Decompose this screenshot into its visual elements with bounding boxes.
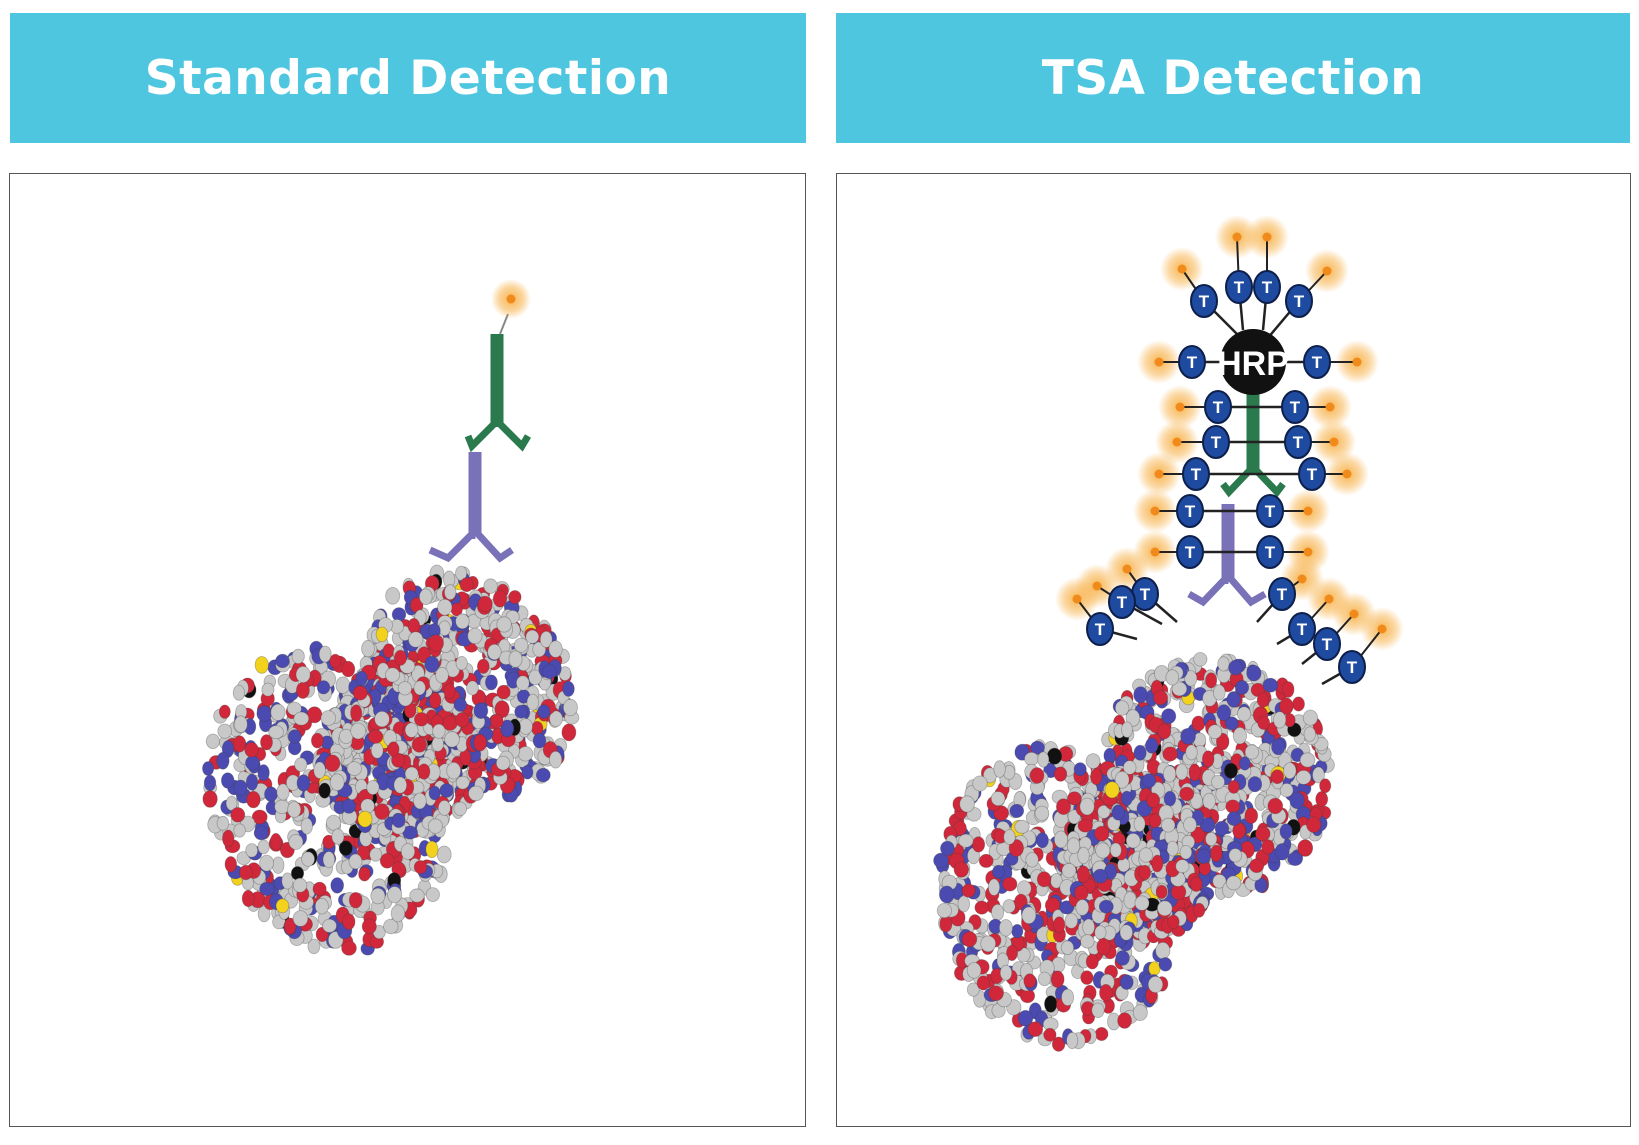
tyramide-label: T — [1293, 433, 1304, 452]
tyramide-unit: T — [1286, 340, 1379, 384]
hrp-label: HRP — [1217, 345, 1289, 383]
target-protein-molecule — [933, 652, 1335, 1052]
standard-detection-panel — [9, 173, 806, 1127]
tyramide-label: T — [1262, 278, 1273, 297]
tsa-detection-header: TSA Detection — [836, 13, 1630, 143]
tyramide-label: T — [1199, 292, 1210, 311]
tyramide-label: T — [1187, 353, 1198, 372]
tyramide-label: T — [1347, 658, 1358, 677]
tyramide-label: T — [1290, 398, 1301, 417]
tyramide-unit: T — [1266, 249, 1349, 340]
target-protein-molecule — [202, 564, 580, 956]
tyramide-label: T — [1297, 620, 1308, 639]
standard-detection-header: Standard Detection — [10, 13, 806, 143]
tyramide-unit: T — [1158, 385, 1256, 429]
tyramide-unit: T — [1137, 452, 1256, 496]
secondary-antibody-icon — [1220, 389, 1286, 498]
tyramide-unit: T — [1256, 452, 1369, 496]
tyramide-label: T — [1140, 585, 1151, 604]
standard-detection-title: Standard Detection — [144, 50, 672, 106]
tyramide-label: T — [1322, 635, 1333, 654]
tyramide-unit: T — [1155, 420, 1256, 464]
tyramide-unit: T — [1321, 607, 1404, 686]
tyramide-unit: T — [1245, 215, 1289, 331]
tsa-detection-title: TSA Detection — [1041, 50, 1425, 106]
tyramide-label: T — [1191, 465, 1202, 484]
tyramide-label: T — [1185, 543, 1196, 562]
hrp-enzyme-icon: HRP — [1217, 329, 1289, 395]
tyramide-unit: T — [1055, 577, 1138, 646]
tyramide-unit: T — [1105, 547, 1178, 623]
primary-antibody-icon — [1187, 504, 1267, 607]
fluorophore-icon — [491, 279, 531, 319]
tyramide-unit: T — [1231, 489, 1330, 533]
tyramide-label: T — [1185, 502, 1196, 521]
tyramide-label: T — [1213, 398, 1224, 417]
tyramide-label: T — [1211, 433, 1222, 452]
secondary-antibody-icon — [464, 313, 532, 453]
tyramide-label: T — [1265, 543, 1276, 562]
tyramide-label: T — [1095, 620, 1106, 639]
tyramide-label: T — [1294, 292, 1305, 311]
tyramide-unit: T — [1133, 489, 1231, 533]
tyramide-label: T — [1312, 353, 1323, 372]
tyramide-label: T — [1234, 278, 1245, 297]
standard-detection-illustration — [202, 279, 580, 956]
tyramide-label: T — [1265, 502, 1276, 521]
tyramide-unit: T — [1256, 385, 1352, 429]
tyramide-label: T — [1307, 465, 1318, 484]
tyramide-unit: T — [1137, 340, 1220, 384]
tyramide-label: T — [1277, 585, 1288, 604]
primary-antibody-icon — [428, 452, 514, 563]
tyramide-unit: T — [1160, 247, 1243, 340]
tyramide-label: T — [1117, 593, 1128, 612]
